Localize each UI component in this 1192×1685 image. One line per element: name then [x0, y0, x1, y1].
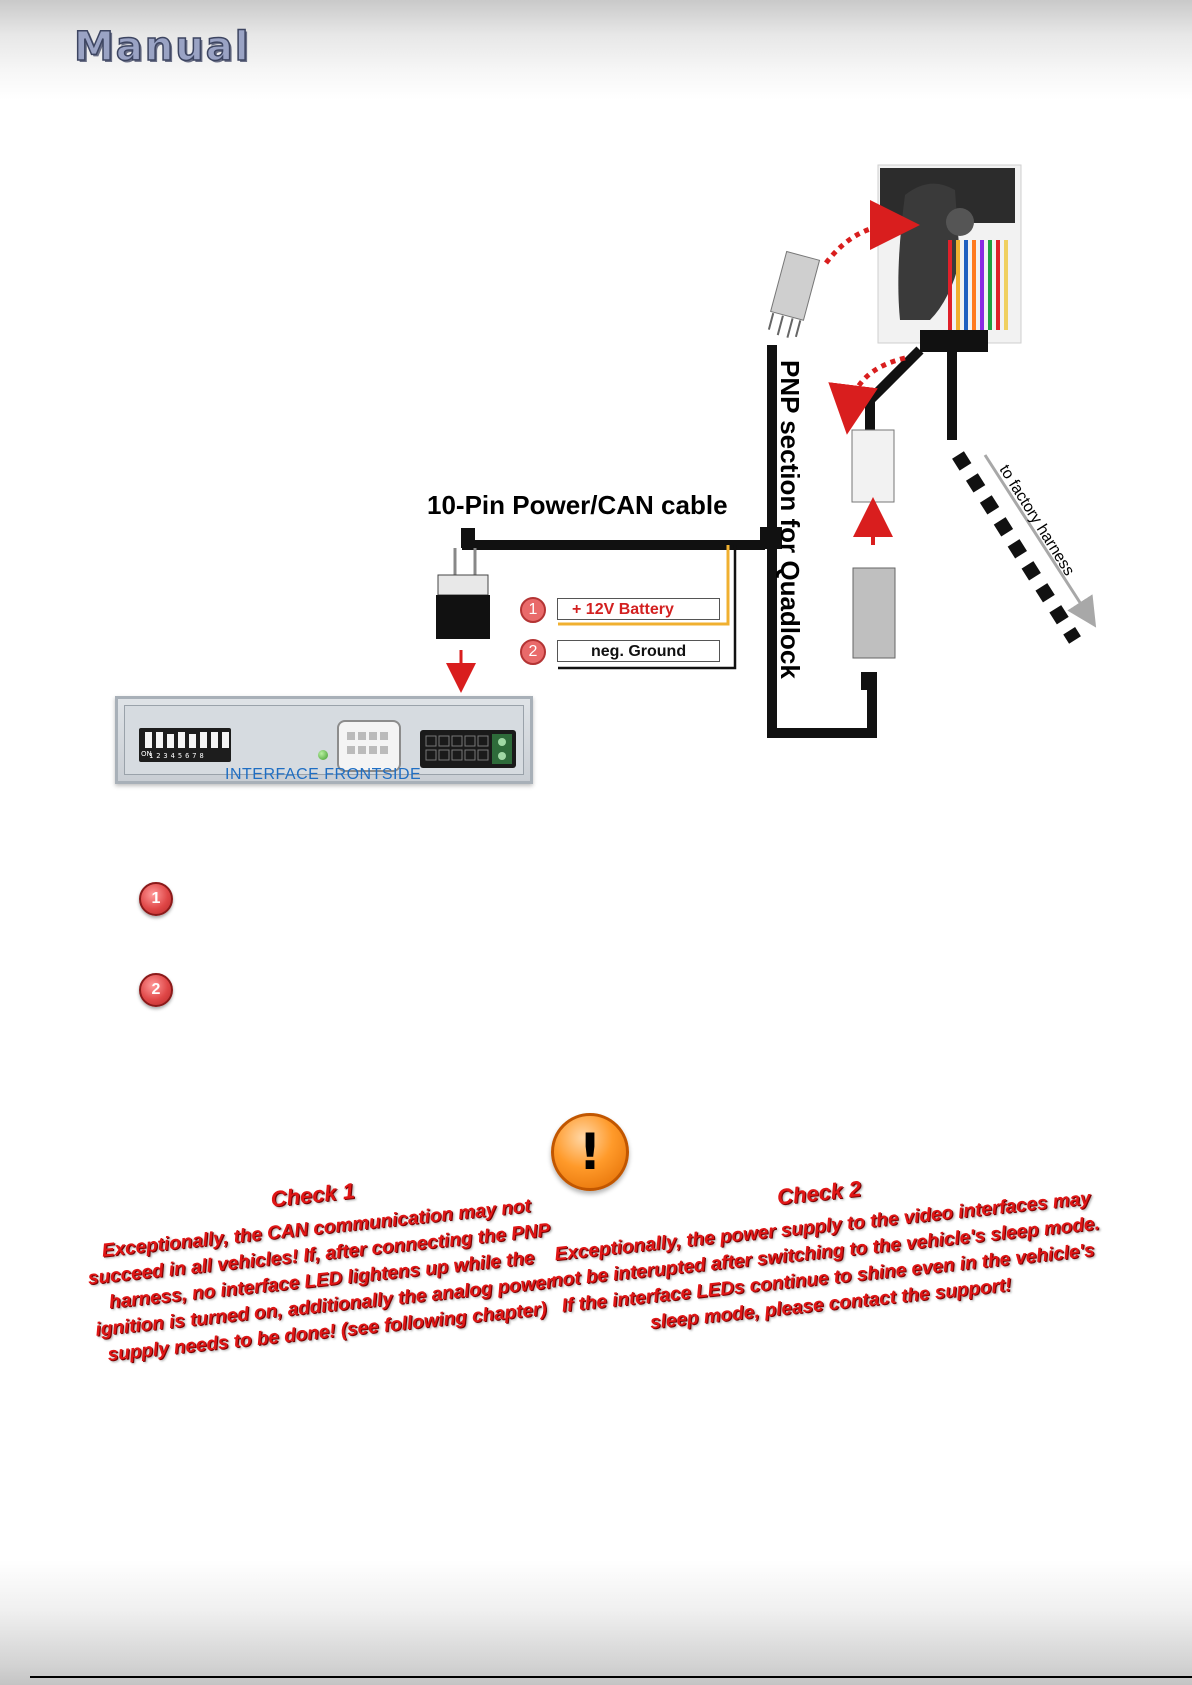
pnp-plug-middle [851, 429, 895, 503]
cable-harness [462, 345, 957, 738]
pnp-plug-top [767, 250, 821, 338]
interface-panel: 12345678 ON [124, 705, 524, 783]
pnp-section-label: PNP section for Quadlock [775, 360, 805, 679]
exclamation-warning-icon: ! [551, 1113, 629, 1191]
quadlock-connector [877, 164, 1022, 352]
interface-frontside: 12345678 ON [115, 696, 533, 784]
footer-band [0, 1560, 1192, 1685]
wiring-diagram: 10-Pin Power/CAN cable PNP section for Q… [0, 0, 1192, 820]
tag-number-1: 1 [520, 597, 546, 623]
interface-frontside-label: INTERFACE FRONTSIDE [225, 766, 422, 783]
cable-title: 10-Pin Power/CAN cable [427, 490, 728, 520]
dip-switch-levers [145, 732, 229, 748]
legend-badge-1: 1 [139, 882, 173, 916]
footer-rule [30, 1676, 1192, 1678]
pnp-plug-bottom [852, 567, 896, 659]
ten-pin-plug [436, 548, 490, 639]
video-connector-pins [347, 732, 388, 754]
header-band: Manual [0, 0, 1192, 100]
legend-badge-2: 2 [139, 973, 173, 1007]
power-connector [420, 730, 516, 768]
status-led [318, 750, 328, 760]
check-1-note: Check 1 Exceptionally, the CAN communica… [63, 1156, 577, 1371]
power-connector-pins [425, 734, 512, 764]
battery-tag: + 12V Battery [557, 598, 720, 620]
dip-switch-on-label: ON [141, 750, 152, 758]
ground-tag: neg. Ground [557, 640, 720, 662]
wiring-diagram-graphic [436, 164, 1097, 738]
dip-switch-numbers: 12345678 [149, 752, 207, 760]
tag-number-2: 2 [520, 639, 546, 665]
manual-logo: Manual [73, 23, 251, 71]
check-2-note: Check 2 Exceptionally, the power supply … [539, 1151, 1110, 1347]
dip-switch: 12345678 ON [139, 728, 231, 762]
video-connector [337, 720, 401, 772]
